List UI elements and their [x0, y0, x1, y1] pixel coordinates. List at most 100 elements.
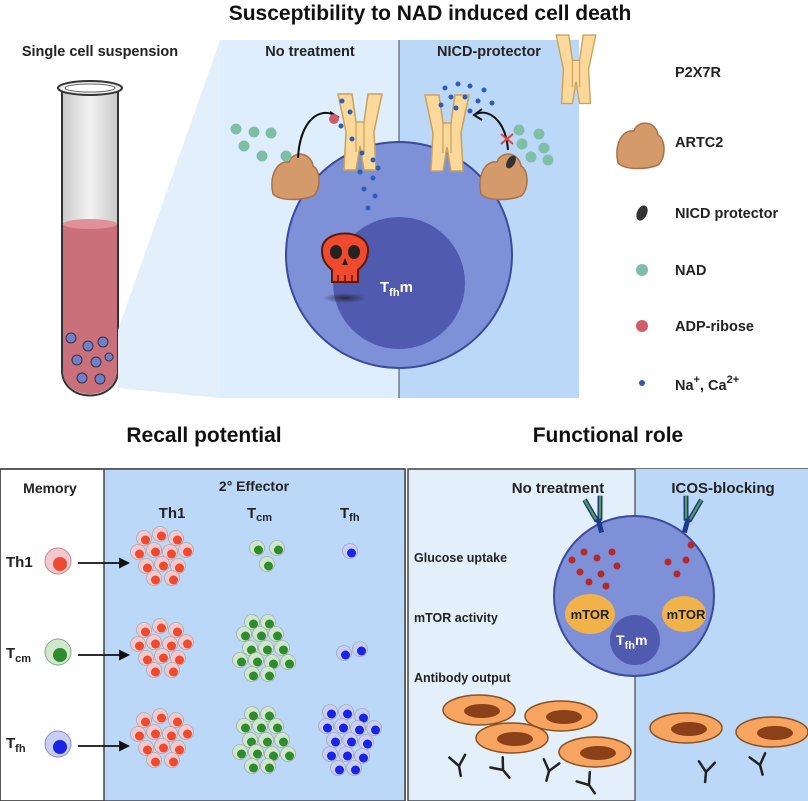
effector-cell-blue	[334, 718, 350, 734]
effector-cell-red	[130, 726, 146, 742]
functional-cell-label: Tfhm	[616, 632, 647, 652]
legend-ion-icon	[639, 380, 645, 386]
functional-nucleus	[610, 615, 660, 665]
effector-cell-blue	[338, 746, 354, 762]
glucose-dots	[568, 541, 695, 590]
effector-header: 2° Effector	[219, 478, 290, 494]
mtor-left-label: mTOR	[571, 607, 610, 622]
row-tfh-label: Tfh	[6, 735, 26, 755]
effector-cell-blue	[342, 732, 358, 748]
tube-cells	[65, 332, 114, 385]
effector-cell-green	[244, 614, 260, 630]
effector-cell-green	[232, 652, 248, 668]
effector-cell-red	[146, 724, 162, 740]
effector-cell-green	[280, 654, 296, 670]
effector-cell-green	[259, 556, 275, 572]
effector-cell-green	[258, 732, 274, 748]
effector-cell-red	[146, 752, 162, 768]
panel-left-label: No treatment	[265, 44, 355, 60]
effector-cell-green	[236, 718, 252, 734]
effector-cell-green	[269, 540, 285, 556]
mtor-right	[662, 596, 706, 632]
recall-arrows	[78, 557, 131, 752]
panel-right-label: NICD-protector	[437, 44, 541, 60]
effector-cell-clusters	[130, 526, 382, 776]
nad-dots	[230, 123, 554, 166]
row-mtor-label: mTOR activity	[414, 611, 498, 625]
recall-heading: Recall potential	[126, 424, 281, 447]
legend-adp-ribose-icon	[636, 320, 648, 332]
col-th1-label: Th1	[159, 505, 186, 522]
legend-p2x7r-label: P2X7R	[675, 65, 721, 81]
effector-cell-blue	[330, 760, 346, 776]
effector-cell-green	[248, 744, 264, 760]
effector-cell-green	[249, 540, 265, 556]
effector-cell-green	[244, 666, 260, 682]
legend-artc2-icon	[616, 122, 665, 170]
effector-cell-red	[146, 662, 162, 678]
functional-left-label: No treatment	[512, 480, 605, 497]
row-tcm-label: Tcm	[6, 645, 31, 665]
mtor-right-label: mTOR	[667, 607, 706, 622]
effector-cell-red	[178, 634, 194, 650]
effector-cell-red	[146, 542, 162, 558]
effector-cell-red	[154, 648, 170, 664]
row-glucose-label: Glucose uptake	[414, 551, 507, 565]
effector-cell-green	[260, 666, 276, 682]
reaction-arrow-right	[475, 111, 509, 151]
effector-cell-blue	[366, 720, 382, 736]
effector-cell-green	[260, 706, 276, 722]
legend-nicd-icon	[636, 205, 648, 221]
effector-cell-red	[146, 570, 162, 586]
effector-cell-green	[280, 746, 296, 762]
effector-cell-green	[242, 640, 258, 656]
cell-label: Tfhm	[380, 279, 413, 299]
effector-cell-green	[252, 626, 268, 642]
legend-adp-ribose-label: ADP-ribose	[675, 319, 754, 335]
memory-header: Memory	[23, 480, 77, 496]
effector-cell-red	[164, 570, 180, 586]
nicd-protector-bound-icon	[506, 155, 516, 169]
top-title: Susceptibility to NAD induced cell death	[229, 2, 632, 25]
memory-cell-th1	[44, 547, 72, 575]
effector-cell-red	[138, 740, 154, 756]
effector-cell-green	[242, 732, 258, 748]
effector-cell-blue	[350, 720, 366, 736]
effector-cell-red	[170, 558, 186, 574]
functional-cell	[553, 515, 715, 677]
effector-cell-green	[274, 640, 290, 656]
effector-cell-red	[136, 622, 152, 638]
effector-cell-red	[154, 556, 170, 572]
effector-cell-red	[164, 662, 180, 678]
effector-cell-green	[268, 626, 284, 642]
effector-cell-blue	[326, 732, 342, 748]
effector-cell-blue	[322, 746, 338, 762]
memory-cell-tfh	[44, 730, 72, 758]
effector-cell-red	[178, 724, 194, 740]
legend-nicd-label: NICD protector	[675, 206, 778, 222]
effector-cell-green	[260, 758, 276, 774]
legend-artc2-label: ARTC2	[675, 135, 723, 151]
skull-icon	[320, 232, 370, 303]
effector-cell-green	[274, 732, 290, 748]
col-tcm-label: Tcm	[247, 505, 272, 524]
effector-cell-red	[164, 752, 180, 768]
effector-cell-red	[162, 636, 178, 652]
suspension-label: Single cell suspension	[22, 44, 178, 60]
functional-right-label: ICOS-blocking	[671, 480, 774, 497]
memory-cell-tcm	[44, 638, 72, 666]
effector-cell-green	[244, 706, 260, 722]
effector-cell-green	[258, 640, 274, 656]
effector-cell-red	[130, 636, 146, 652]
effector-cell-red	[154, 738, 170, 754]
legend-ion-label: Na+, Ca2+	[675, 374, 739, 394]
effector-cell-blue	[336, 645, 352, 661]
legend-nad-label: NAD	[675, 263, 706, 279]
effector-cell-red	[130, 544, 146, 560]
row-th1-label: Th1	[6, 554, 33, 571]
effector-cell-blue	[358, 734, 374, 750]
effector-cell-red	[168, 712, 184, 728]
effector-cell-green	[236, 626, 252, 642]
effector-cell-red	[162, 544, 178, 560]
ion-dots	[338, 81, 495, 211]
